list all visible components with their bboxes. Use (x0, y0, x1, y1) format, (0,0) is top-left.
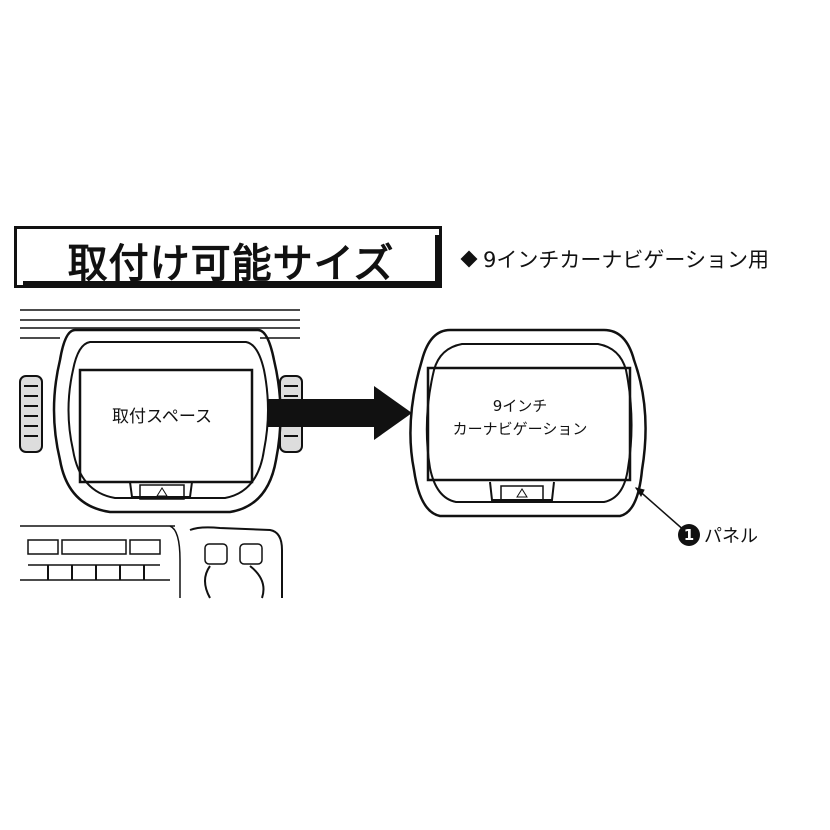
arrow-icon (268, 386, 412, 440)
panel-illustration (409, 328, 687, 533)
part-number-badge: 1 (678, 524, 700, 546)
navigation-label: カーナビゲーション (453, 420, 588, 438)
part-callout: 1 パネル (678, 522, 758, 548)
title-box: 取付け可能サイズ (14, 226, 442, 288)
installation-diagram: 取付スペース 9インチ カーナビゲーション (19, 309, 687, 599)
dashboard-illustration (19, 309, 303, 599)
install-space-label: 取付スペース (112, 407, 212, 427)
page-title: 取付け可能サイズ (67, 241, 395, 287)
screen-size-label: 9インチ (493, 397, 548, 415)
part-label: パネル (704, 526, 758, 547)
usage-text: 9インチカーナビゲーション用 (483, 248, 769, 272)
usage-note: 9インチカーナビゲーション用 (460, 244, 769, 274)
diamond-icon (460, 250, 478, 268)
